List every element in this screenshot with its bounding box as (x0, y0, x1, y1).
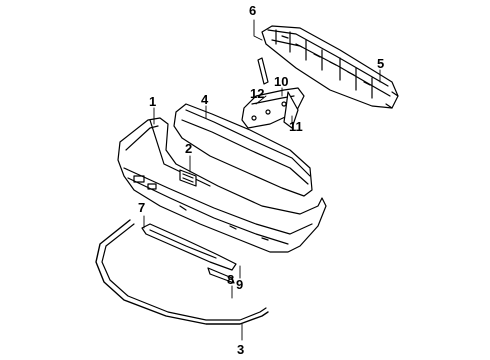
callout-3: 3 (237, 342, 245, 357)
side-bracket-strip (257, 57, 269, 85)
callout-7: 7 (138, 200, 146, 215)
lower-retainer (207, 267, 235, 284)
callout-5: 5 (377, 56, 385, 71)
callout-1: 1 (149, 94, 157, 109)
lower-molding (95, 219, 269, 325)
reinforcement-beam (261, 25, 399, 109)
energy-absorber (173, 103, 313, 197)
mounting-bracket (241, 87, 305, 129)
callout-11: 11 (289, 119, 303, 134)
callout-6: 6 (249, 3, 257, 18)
callout-8: 8 (227, 272, 235, 287)
callout-12: 12 (250, 86, 265, 101)
callout-2: 2 (185, 141, 193, 156)
callout-4: 4 (201, 92, 209, 107)
air-deflector (141, 223, 237, 271)
callout-10: 10 (274, 74, 289, 89)
license-bracket (179, 169, 197, 187)
leader-6 (253, 19, 263, 41)
bumper-cover (117, 117, 327, 253)
leader-12 (255, 95, 267, 105)
leader-lines (143, 19, 381, 341)
callout-9: 9 (236, 277, 244, 292)
